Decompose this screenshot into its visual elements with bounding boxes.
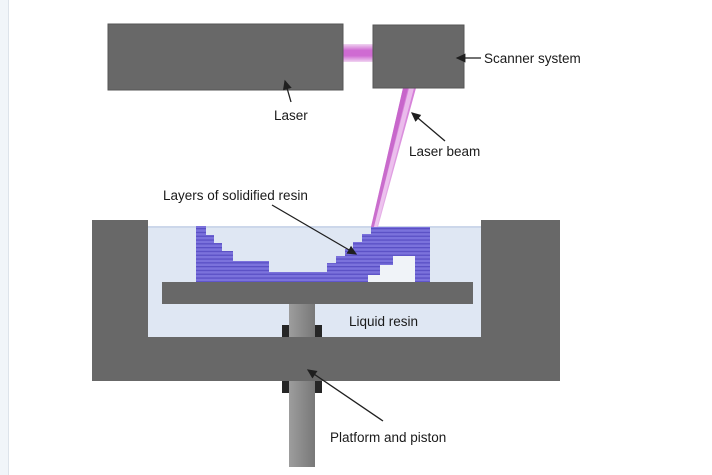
platform-arrow — [306, 369, 384, 422]
annotation-arrows — [271, 53, 481, 422]
build-platform — [162, 282, 473, 304]
laser-arrow — [282, 79, 292, 103]
piston-shaft — [289, 304, 315, 467]
liquid-surface-line — [148, 226, 481, 228]
resin-vat — [92, 220, 560, 381]
layers-arrow — [271, 204, 358, 255]
vat-bottom — [92, 337, 560, 381]
laser-beam-label: Laser beam — [409, 144, 480, 159]
laser-label: Laser — [274, 108, 308, 123]
page-edge-strip — [0, 0, 9, 475]
resin-notch — [368, 256, 415, 282]
platform-and-piston-label: Platform and piston — [330, 430, 446, 445]
laser-beam — [371, 88, 416, 227]
laser-box — [107, 23, 344, 91]
laser-scanner-connector — [343, 44, 373, 62]
layers-of-solidified-resin-label: Layers of solidified resin — [163, 188, 308, 203]
liquid-resin-label: Liquid resin — [349, 314, 418, 329]
scanner-system-label: Scanner system — [484, 51, 581, 66]
solidified-resin-layers — [196, 226, 430, 282]
laser-beam-arrow — [411, 112, 446, 142]
scanner-box — [372, 24, 465, 89]
